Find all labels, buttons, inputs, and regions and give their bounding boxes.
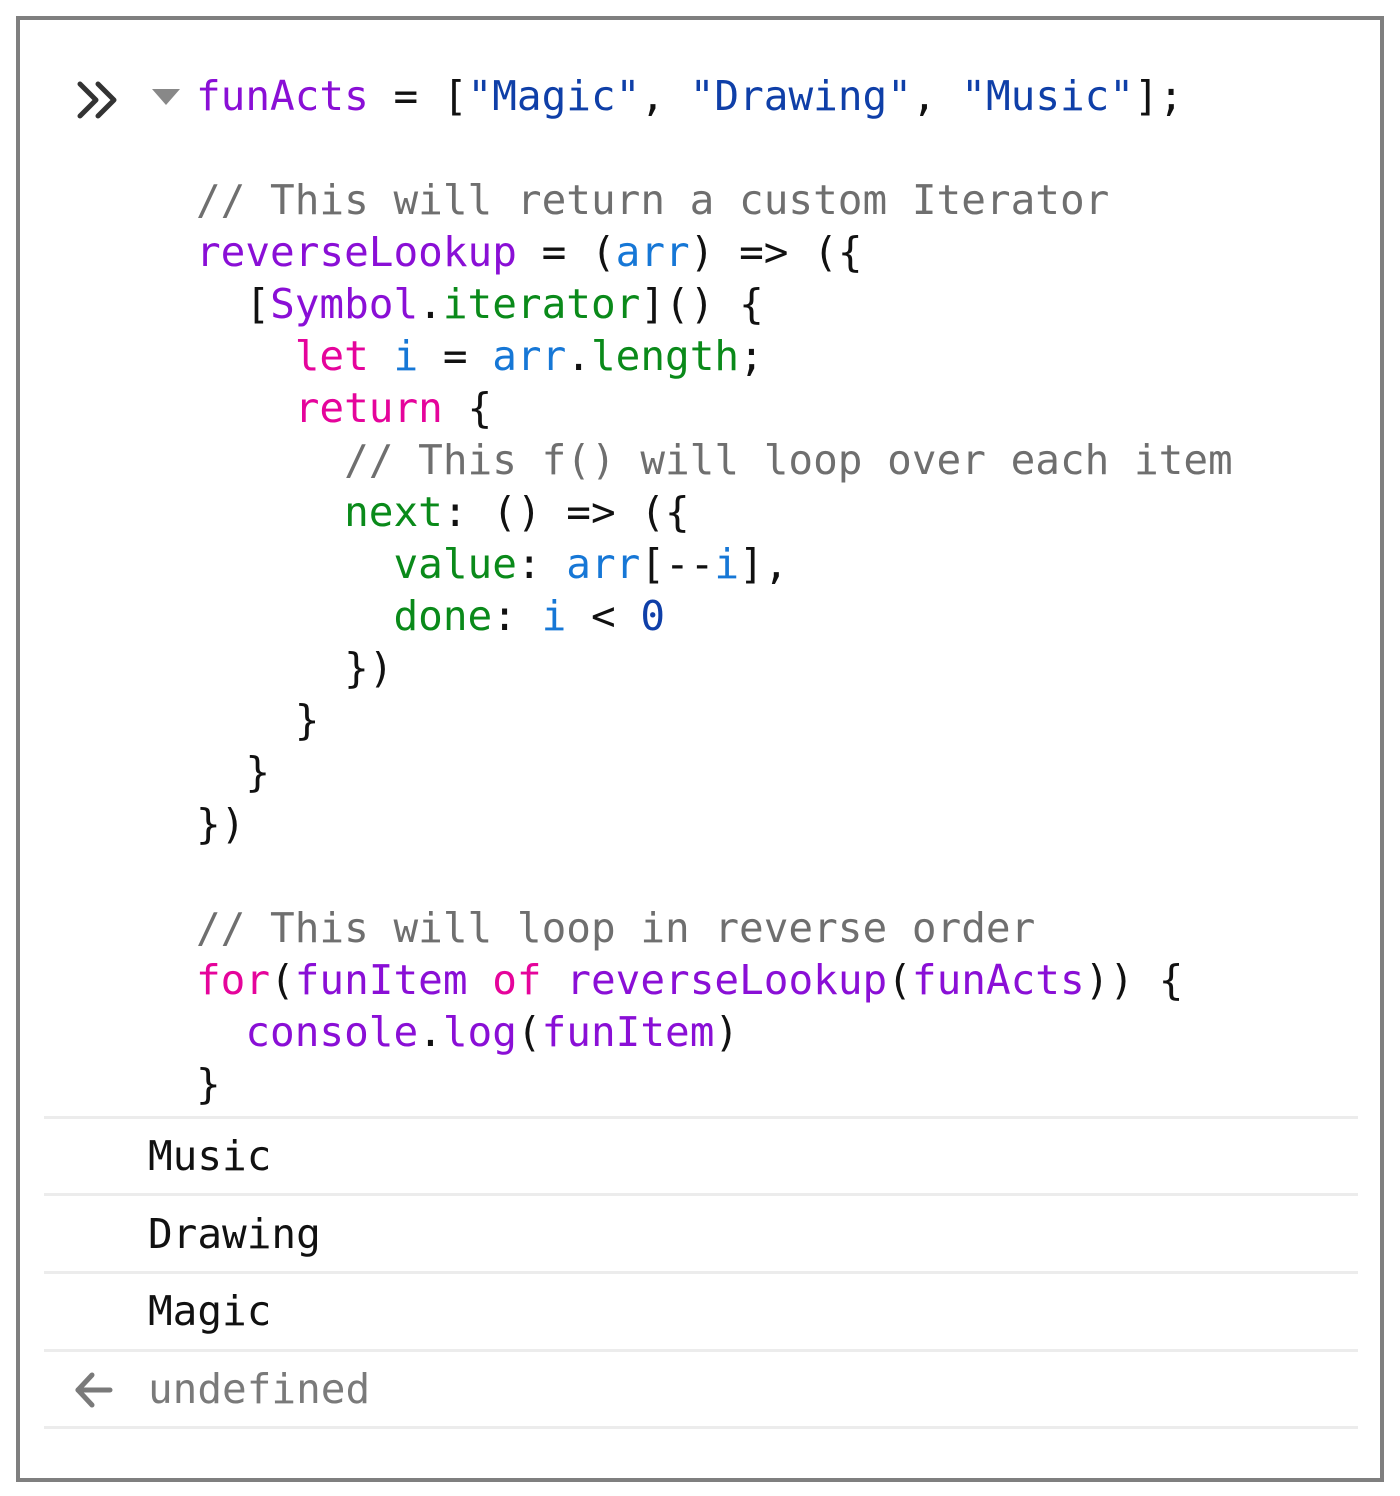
- code-token: "Music": [961, 72, 1135, 120]
- code-line: reverseLookup = (arr) => ({: [196, 226, 863, 278]
- code-token: .: [566, 332, 591, 380]
- code-token: (: [516, 1008, 542, 1056]
- code-token: : () => ({: [442, 488, 690, 536]
- code-token: =: [418, 332, 493, 380]
- code-line: // This will return a custom Iterator: [196, 174, 1109, 226]
- code-token: let: [196, 332, 394, 380]
- code-token: ,: [640, 72, 690, 120]
- code-token: Symbol: [270, 280, 419, 328]
- code-token: funItem: [294, 956, 468, 1004]
- code-token: [--: [640, 540, 715, 588]
- code-token: "Magic": [467, 72, 641, 120]
- console-output-line: Magic: [148, 1287, 272, 1335]
- code-token: {: [442, 384, 493, 432]
- code-token: }): [196, 800, 246, 848]
- code-token: )) {: [1084, 956, 1184, 1004]
- code-token: // This will loop in reverse order: [196, 904, 1036, 952]
- code-token: ) => ({: [689, 228, 863, 276]
- code-token: <: [566, 592, 641, 640]
- code-line: }: [196, 1058, 221, 1110]
- code-line: funActs = ["Magic", "Drawing", "Music"];: [196, 70, 1183, 122]
- code-token: reverseLookup: [196, 228, 517, 276]
- code-token: ];: [1134, 72, 1184, 120]
- code-line: }): [196, 798, 245, 850]
- code-token: }): [196, 644, 394, 692]
- code-line: }: [196, 694, 320, 746]
- code-token: iterator: [442, 280, 641, 328]
- code-token: .: [418, 280, 443, 328]
- code-line: }: [196, 746, 270, 798]
- code-token: of: [492, 956, 542, 1004]
- code-token: done: [196, 592, 493, 640]
- code-token: // This f() will loop over each item: [196, 436, 1233, 484]
- code-line: // This f() will loop over each item: [196, 434, 1233, 486]
- code-token: i: [393, 332, 419, 380]
- code-token: "Drawing": [689, 72, 912, 120]
- code-token: // This will return a custom Iterator: [196, 176, 1110, 224]
- code-token: :: [516, 540, 567, 588]
- console-output-line: Drawing: [148, 1210, 321, 1258]
- code-token: log: [442, 1008, 517, 1056]
- code-token: reverseLookup: [566, 956, 888, 1004]
- row-divider: [44, 1426, 1358, 1429]
- code-token: arr: [566, 540, 641, 588]
- code-token: :: [492, 592, 542, 640]
- code-token: ;: [739, 332, 764, 380]
- code-token: ,: [911, 72, 962, 120]
- code-token: }: [196, 696, 320, 744]
- code-token: [468, 956, 493, 1004]
- row-divider: [44, 1349, 1358, 1352]
- console-result-value: undefined: [148, 1365, 371, 1413]
- row-divider: [44, 1271, 1358, 1274]
- code-line: done: i < 0: [196, 590, 665, 642]
- code-token: arr: [492, 332, 567, 380]
- code-token: (: [270, 956, 295, 1004]
- code-line: return {: [196, 382, 492, 434]
- code-token: [: [196, 280, 271, 328]
- code-line: [Symbol.iterator]() {: [196, 278, 764, 330]
- code-token: .: [418, 1008, 443, 1056]
- row-divider: [44, 1193, 1358, 1196]
- code-token: console: [245, 1008, 419, 1056]
- code-token: ]() {: [640, 280, 764, 328]
- code-line: value: arr[--i],: [196, 538, 788, 590]
- code-token: funActs: [196, 72, 369, 120]
- code-line: // This will loop in reverse order: [196, 902, 1035, 954]
- code-token: i: [714, 540, 740, 588]
- code-token: }: [196, 748, 271, 796]
- arrow-left-icon: [75, 1372, 113, 1408]
- code-line: }): [196, 642, 393, 694]
- code-token: i: [541, 592, 567, 640]
- code-token: }: [196, 1060, 221, 1108]
- code-line: next: () => ({: [196, 486, 690, 538]
- code-token: return: [196, 384, 443, 432]
- code-token: length: [590, 332, 740, 380]
- code-token: = (: [516, 228, 616, 276]
- code-token: value: [196, 540, 517, 588]
- code-token: ): [714, 1008, 740, 1056]
- code-line: for(funItem of reverseLookup(funActs)) {: [196, 954, 1183, 1006]
- code-line: let i = arr.length;: [196, 330, 764, 382]
- code-token: arr: [615, 228, 690, 276]
- code-token: [196, 1008, 245, 1056]
- code-token: [542, 956, 567, 1004]
- code-line: console.log(funItem): [196, 1006, 739, 1058]
- code-token: (: [887, 956, 912, 1004]
- code-token: 0: [640, 592, 666, 640]
- code-token: funActs: [911, 956, 1085, 1004]
- code-token: ],: [739, 540, 789, 588]
- row-divider: [44, 1116, 1358, 1119]
- console-output-line: Music: [148, 1132, 272, 1180]
- console-panel: funActs = ["Magic", "Drawing", "Music"];…: [16, 16, 1384, 1482]
- double-chevron-right-icon: [77, 81, 117, 119]
- triangle-down-icon[interactable]: [150, 86, 182, 108]
- code-token: = [: [368, 72, 468, 120]
- code-token: for: [196, 956, 271, 1004]
- code-token: funItem: [541, 1008, 715, 1056]
- code-token: next: [196, 488, 443, 536]
